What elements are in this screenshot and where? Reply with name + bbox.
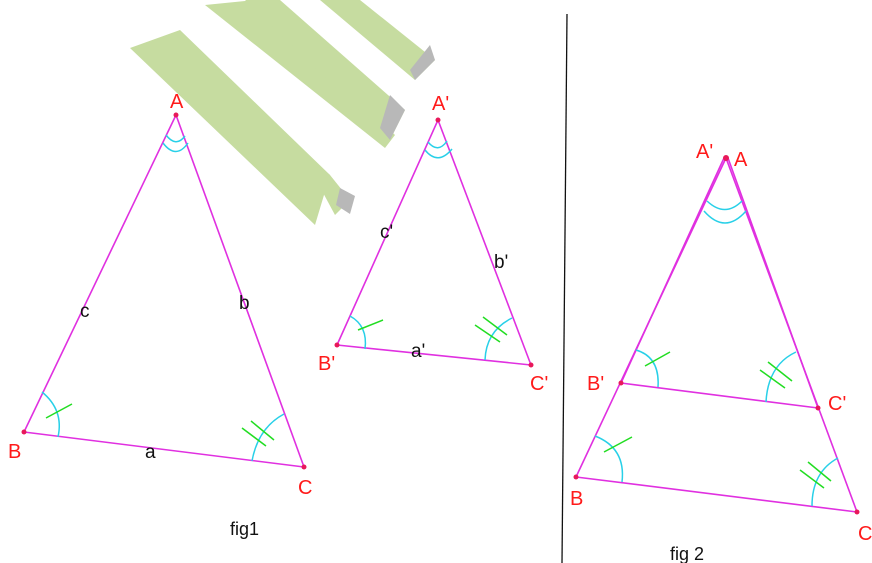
fig1-label-side-b: b <box>239 293 250 314</box>
fig2-caption: fig 2 <box>670 544 704 563</box>
fig2-label-c: C <box>858 523 872 545</box>
watermark-stroke-2 <box>205 0 395 148</box>
fig2-label-c-prime: C' <box>828 393 846 415</box>
fig2-angle-c-prime-tick-2 <box>767 361 793 382</box>
fig2-triangles: A' A B' C' B C fig 2 <box>570 141 872 563</box>
fig1-prime-angle-c-tick-2 <box>482 316 508 336</box>
fig1-prime-label-side-a: a' <box>411 341 425 362</box>
fig2-angle-c-prime-tick-1 <box>759 369 786 389</box>
fig2-side-b-prime-c-prime <box>620 382 819 409</box>
fig1-angle-c-arc <box>251 413 285 462</box>
fig2-angle-b-prime-tick <box>644 351 671 367</box>
fig1-angle-c-tick-1 <box>241 427 267 447</box>
fig1-prime-point-c <box>528 362 534 368</box>
fig1-label-side-a: a <box>145 442 156 463</box>
watermark-stroke-4 <box>320 0 435 80</box>
fig2-side-a-prime-b-prime <box>620 157 725 384</box>
fig2-angle-c-prime-arc <box>765 351 797 403</box>
fig1-prime-side-c <box>336 119 439 346</box>
fig2-angle-b-arc <box>594 435 624 483</box>
fig1-side-b <box>175 114 305 468</box>
fig2-label-b: B <box>570 488 583 510</box>
fig2-side-a-prime-c-prime <box>727 157 819 409</box>
fig1-prime-angle-a-arc-1 <box>427 140 448 149</box>
fig1-caption: fig1 <box>230 519 259 539</box>
fig1-prime-angle-c-tick-1 <box>474 324 501 343</box>
fig1-label-b: B <box>8 441 21 463</box>
fig1-prime-side-b <box>437 119 532 366</box>
watermark-stroke-3 <box>245 0 405 140</box>
fig2-side-bc <box>575 476 858 513</box>
fig1-label-c: C <box>298 477 312 499</box>
fig2-point-b-prime <box>618 380 624 386</box>
fig1-side-c <box>23 114 177 433</box>
fig1-prime-angle-c-arc <box>484 317 513 361</box>
fig2-point-c <box>854 509 860 515</box>
fig1-prime-side-a <box>336 344 532 366</box>
fig1-angle-c-tick-2 <box>250 420 275 441</box>
fig1-triangle: A B C c b a fig1 <box>8 91 312 539</box>
fig2-point-c-prime <box>815 405 821 411</box>
fig2-label-b-prime: B' <box>587 373 604 395</box>
fig1-angle-b-arc <box>41 391 60 438</box>
fig2-angle-b-tick <box>603 436 633 453</box>
fig1-prime-point-b <box>334 342 340 348</box>
fig1-label-a: A <box>170 91 184 113</box>
watermark-stroke-1 <box>130 30 330 225</box>
fig1-prime-label-side-c: c' <box>380 222 393 243</box>
fig1-prime-angle-a-arc-2 <box>424 148 453 159</box>
fig2-label-a-prime: A' <box>696 141 713 163</box>
fig1-side-a <box>23 431 305 468</box>
fig2-angle-a-arc-1 <box>706 200 743 211</box>
fig2-angle-a-arc-2 <box>703 210 747 224</box>
fig1-angle-b-tick <box>45 403 73 419</box>
fig1-prime-label-side-b: b' <box>494 252 508 273</box>
fig1-prime-point-a <box>435 117 441 123</box>
fig2-angle-c-tick-1 <box>799 469 825 489</box>
fig2-label-a: A <box>734 149 748 171</box>
fig1-angle-a-arc-1 <box>165 134 186 143</box>
fig2-point-a <box>723 155 729 161</box>
fig1-label-side-c: c <box>80 301 90 322</box>
fig1-point-a <box>173 112 179 118</box>
fig1-prime-angle-b-arc <box>349 315 367 350</box>
fig2-point-b <box>573 474 579 480</box>
fig2-angle-b-prime-arc <box>635 349 659 388</box>
fig1-angle-a-arc-2 <box>162 142 189 153</box>
divider-line <box>561 13 568 563</box>
watermark <box>130 0 435 225</box>
watermark-shadow-1 <box>380 95 405 140</box>
fig2-angle-c-arc <box>811 457 839 507</box>
fig1-prime-angle-b-tick <box>357 319 384 331</box>
fig2-angle-c-tick-2 <box>807 461 832 482</box>
fig1-point-b <box>21 429 27 435</box>
watermark-shadow-2 <box>410 45 435 80</box>
fig1-prime-label-a: A' <box>432 93 449 115</box>
fig1-point-c <box>301 464 307 470</box>
fig1-prime-label-c: C' <box>530 373 548 395</box>
fig1-prime-triangle: A' B' C' c' b' a' <box>318 93 548 395</box>
watermark-shadow-3 <box>336 188 355 214</box>
fig1-prime-label-b: B' <box>318 353 335 375</box>
